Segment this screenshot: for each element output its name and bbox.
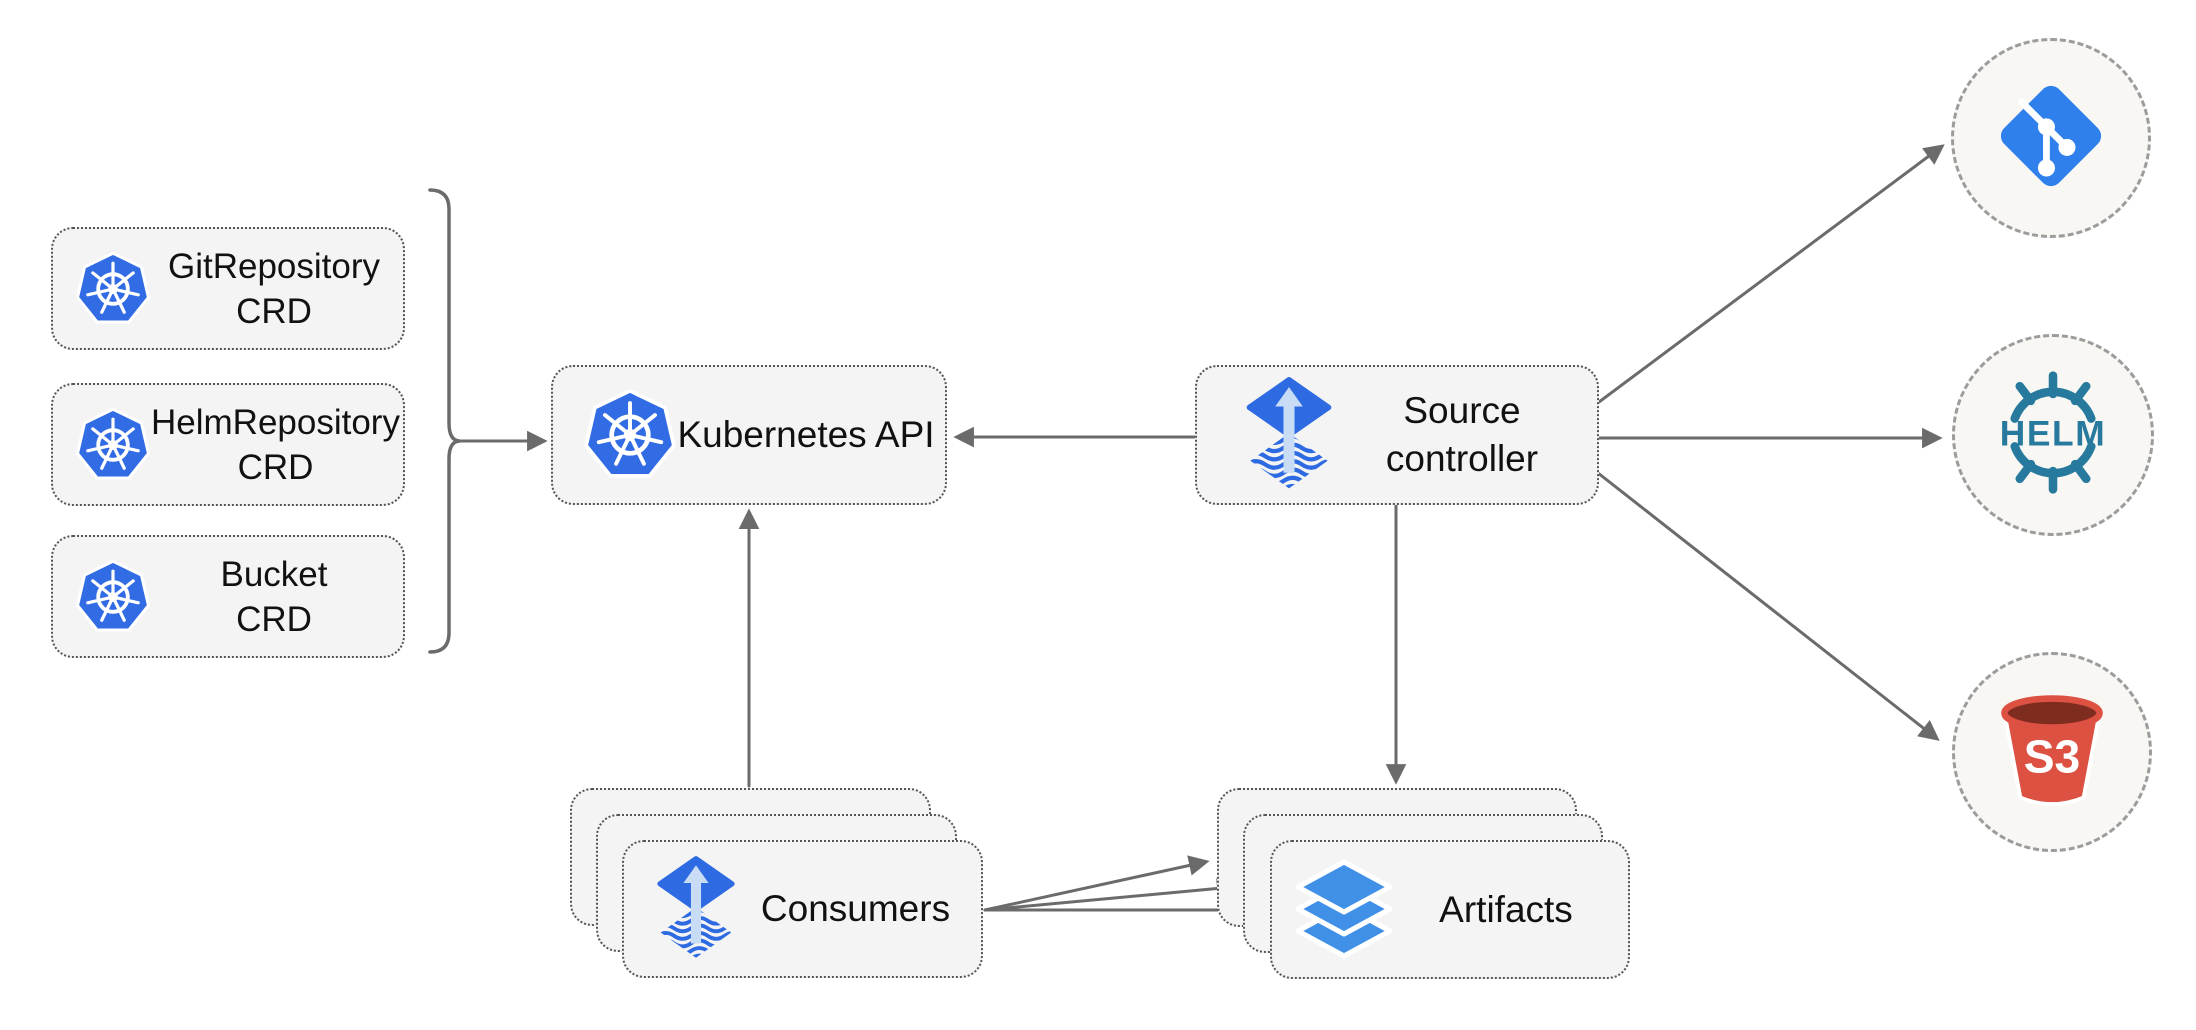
crd-group-bracket <box>428 188 461 654</box>
gitrepository-crd-label: GitRepository CRD <box>151 244 403 334</box>
kubernetes-icon <box>75 407 151 483</box>
source-controller-label-line2: controller <box>1385 438 1539 479</box>
arrow-source-controller-to-s3 <box>1596 471 1940 741</box>
kubernetes-api-box: Kubernetes API <box>551 365 947 505</box>
artifacts-label: Artifacts <box>1439 888 1573 930</box>
layers-icon <box>1294 858 1394 962</box>
gitrepository-crd-box: GitRepository CRD <box>51 227 405 350</box>
source-controller-label: Source controller <box>1335 387 1597 483</box>
helm-icon: HELM <box>1978 368 2128 502</box>
kubernetes-api-label: Kubernetes API <box>677 414 935 455</box>
helm-wordmark: HELM <box>2000 414 2107 453</box>
git-source-circle <box>1951 38 2151 238</box>
crd-type: CRD <box>236 291 312 331</box>
arrow-consumers-to-artifacts-back <box>983 855 1210 912</box>
helm-source-circle: HELM <box>1952 334 2154 536</box>
arrow-source-controller-to-git <box>1597 144 1945 404</box>
artifacts-box: Artifacts <box>1270 840 1630 979</box>
kubernetes-icon <box>583 388 677 482</box>
flux-icon <box>1243 376 1335 494</box>
helmrepository-crd-box: HelmRepository CRD <box>51 383 405 506</box>
crd-type: CRD <box>237 447 314 487</box>
s3-source-circle: S3 <box>1952 652 2152 852</box>
flux-icon <box>654 855 738 963</box>
consumers-label: Consumers <box>760 888 951 929</box>
kubernetes-icon <box>75 251 151 327</box>
crd-name: GitRepository <box>167 246 381 286</box>
git-icon <box>1994 79 2108 198</box>
arrow-consumers-to-artifacts-middle <box>983 878 1238 912</box>
source-controller-box: Source controller <box>1195 365 1599 505</box>
bucket-crd-label: Bucket CRD <box>151 552 403 642</box>
helmrepository-crd-label: HelmRepository CRD <box>151 400 406 490</box>
consumers-box: Consumers <box>622 840 983 978</box>
crd-name: Bucket <box>220 554 328 594</box>
s3-icon: S3 <box>1986 684 2118 821</box>
crd-name: HelmRepository <box>151 402 400 442</box>
crd-type: CRD <box>236 599 312 639</box>
s3-wordmark: S3 <box>2024 730 2081 782</box>
bucket-crd-box: Bucket CRD <box>51 535 405 658</box>
kubernetes-icon <box>75 559 151 635</box>
source-controller-label-line1: Source <box>1403 390 1521 431</box>
